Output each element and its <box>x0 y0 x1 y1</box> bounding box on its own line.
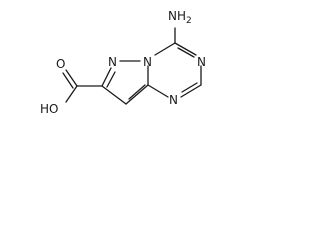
carbonyl-o-label: O <box>56 57 65 71</box>
n-bridge-label: N <box>143 55 152 69</box>
bond-n-bottom-fusion <box>147 84 169 98</box>
bond-ch-fusion <box>125 84 149 105</box>
bond-n-pyrazole-c-acid <box>101 67 112 87</box>
bond-ch-fusion-double <box>128 84 146 100</box>
bond-c-o-double-b <box>62 72 74 89</box>
n-triazine-bottom-label: N <box>169 93 178 107</box>
bond-c-oh <box>65 85 78 103</box>
bond-lines <box>62 27 202 105</box>
bond-ch-n-bottom-double <box>181 82 198 93</box>
bond-c-n-right <box>174 42 197 56</box>
molecule-structure: NH2 N N N N O HO <box>40 9 206 116</box>
bond-c-acid-ch <box>101 85 127 105</box>
hydroxyl-label: HO <box>40 102 58 116</box>
amine-label: NH2 <box>168 9 192 26</box>
bond-ch-n-bottom <box>180 84 202 98</box>
bond-n-pyrazole-c-acid-double <box>106 71 116 88</box>
n-pyrazole-label: N <box>108 55 117 69</box>
bond-c-o-double-a <box>65 69 78 87</box>
bond-c-n-right-double <box>177 47 195 58</box>
n-triazine-right-label: N <box>197 55 206 69</box>
atom-labels: NH2 N N N N O HO <box>40 9 206 116</box>
bond-bridge-c-amine <box>154 42 176 56</box>
